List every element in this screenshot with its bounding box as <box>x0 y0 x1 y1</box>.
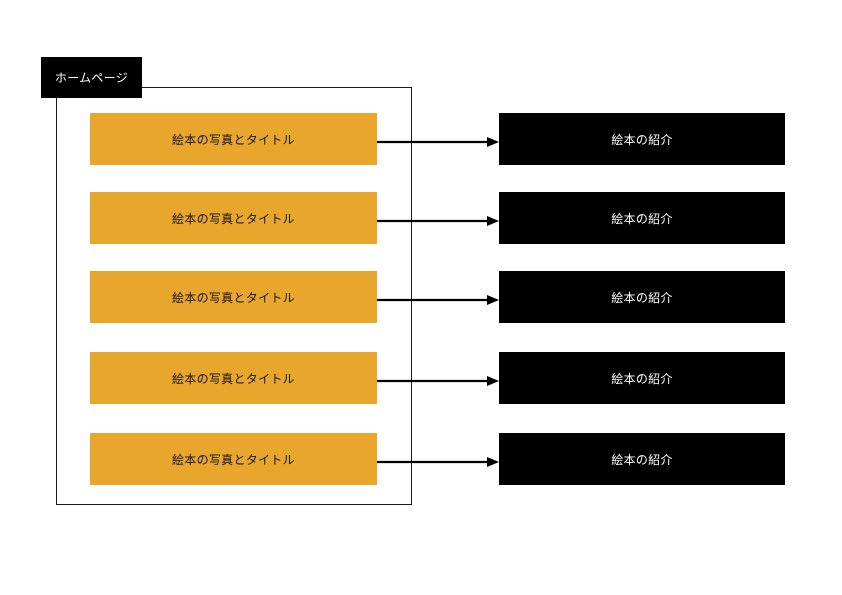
diagram-row: 絵本の写真とタイトル 絵本の紹介 <box>0 113 842 165</box>
picturebook-detail-label: 絵本の紹介 <box>611 290 673 305</box>
picturebook-card[interactable]: 絵本の写真とタイトル <box>90 271 377 323</box>
picturebook-card[interactable]: 絵本の写真とタイトル <box>90 192 377 244</box>
picturebook-detail-label: 絵本の紹介 <box>611 132 673 147</box>
picturebook-detail-label: 絵本の紹介 <box>611 452 673 467</box>
picturebook-detail-card[interactable]: 絵本の紹介 <box>499 113 785 165</box>
diagram-row: 絵本の写真とタイトル 絵本の紹介 <box>0 352 842 404</box>
picturebook-detail-card[interactable]: 絵本の紹介 <box>499 433 785 485</box>
picturebook-card[interactable]: 絵本の写真とタイトル <box>90 352 377 404</box>
picturebook-card-label: 絵本の写真とタイトル <box>171 371 295 386</box>
picturebook-detail-label: 絵本の紹介 <box>611 211 673 226</box>
picturebook-detail-label: 絵本の紹介 <box>611 371 673 386</box>
flow-arrow-icon <box>377 456 499 468</box>
picturebook-detail-card[interactable]: 絵本の紹介 <box>499 192 785 244</box>
picturebook-detail-card[interactable]: 絵本の紹介 <box>499 352 785 404</box>
picturebook-card-label: 絵本の写真とタイトル <box>171 211 295 226</box>
picturebook-card[interactable]: 絵本の写真とタイトル <box>90 433 377 485</box>
picturebook-card-label: 絵本の写真とタイトル <box>171 132 295 147</box>
flow-arrow-icon <box>377 136 499 148</box>
diagram-row: 絵本の写真とタイトル 絵本の紹介 <box>0 271 842 323</box>
picturebook-card[interactable]: 絵本の写真とタイトル <box>90 113 377 165</box>
flow-arrow-icon <box>377 375 499 387</box>
diagram-row: 絵本の写真とタイトル 絵本の紹介 <box>0 192 842 244</box>
flow-arrow-icon <box>377 215 499 227</box>
diagram-row: 絵本の写真とタイトル 絵本の紹介 <box>0 433 842 485</box>
picturebook-detail-card[interactable]: 絵本の紹介 <box>499 271 785 323</box>
flow-arrow-icon <box>377 294 499 306</box>
picturebook-card-label: 絵本の写真とタイトル <box>171 290 295 305</box>
homepage-node-label: ホームページ <box>54 71 129 85</box>
picturebook-card-label: 絵本の写真とタイトル <box>171 452 295 467</box>
homepage-node[interactable]: ホームページ <box>41 57 142 98</box>
homepage-group-container <box>56 87 412 505</box>
